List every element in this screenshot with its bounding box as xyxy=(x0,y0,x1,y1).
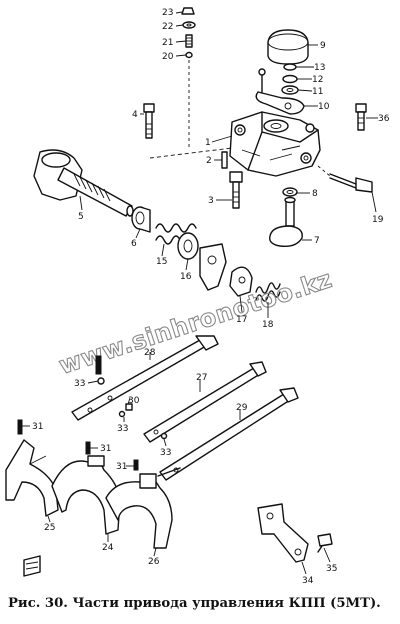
housing-bolt-left xyxy=(143,103,155,139)
label-22: 22 xyxy=(162,22,173,32)
label-9: 9 xyxy=(320,41,326,51)
shift-shaft xyxy=(33,149,134,217)
label-2: 2 xyxy=(206,156,212,166)
washer xyxy=(282,187,298,197)
label-1: 1 xyxy=(205,138,211,148)
pin xyxy=(221,151,228,169)
label-31b: 31 xyxy=(100,444,111,454)
interlock-spring xyxy=(255,282,281,302)
label-16: 16 xyxy=(180,272,192,282)
interlock-plate xyxy=(199,243,253,297)
bracket-bolt xyxy=(317,533,333,553)
label-18: 18 xyxy=(262,320,274,330)
label-28: 28 xyxy=(144,348,156,358)
housing-bolt-right xyxy=(355,103,367,131)
label-17: 17 xyxy=(236,315,247,325)
label-33c: 33 xyxy=(160,448,171,458)
shift-fork-2 xyxy=(51,455,121,535)
label-12: 12 xyxy=(312,75,323,85)
label-11: 11 xyxy=(312,87,323,97)
label-15: 15 xyxy=(156,257,167,267)
label-19: 19 xyxy=(372,215,384,225)
label-29: 29 xyxy=(236,403,248,413)
label-27: 27 xyxy=(196,373,207,383)
clip xyxy=(23,555,41,577)
shift-lever-boot xyxy=(267,29,309,65)
label-3: 3 xyxy=(208,196,214,206)
label-34: 34 xyxy=(302,576,314,586)
shift-control-housing xyxy=(229,111,321,177)
parts-diagram: www.sinhronotoo.kz xyxy=(5,7,390,586)
label-21: 21 xyxy=(162,38,173,48)
part-number-labels: 23 22 21 20 9 13 12 11 10 36 4 1 2 3 8 7… xyxy=(32,8,390,586)
label-10: 10 xyxy=(318,102,330,112)
label-33b: 33 xyxy=(117,424,128,434)
label-6: 6 xyxy=(131,239,137,249)
select-lever xyxy=(269,196,303,248)
label-31a: 31 xyxy=(32,422,43,432)
leader-lines xyxy=(22,11,378,575)
label-8: 8 xyxy=(312,189,318,199)
label-26: 26 xyxy=(148,557,160,567)
shift-fork-1 xyxy=(5,439,59,517)
label-7: 7 xyxy=(314,236,320,246)
shift-lever-plate xyxy=(255,68,305,115)
label-25: 25 xyxy=(44,523,55,533)
bushing xyxy=(131,206,151,233)
bracket xyxy=(257,503,309,563)
housing-bolt-lower xyxy=(329,173,373,193)
label-13: 13 xyxy=(314,63,325,73)
label-30: 30 xyxy=(128,396,140,406)
label-5: 5 xyxy=(78,212,84,222)
spring-washer xyxy=(177,232,199,260)
label-4: 4 xyxy=(132,110,138,120)
label-23: 23 xyxy=(162,8,173,18)
label-31c: 31 xyxy=(116,462,127,472)
label-33a: 33 xyxy=(74,379,85,389)
figure-caption: Рис. 30. Части привода управления КПП (5… xyxy=(8,596,381,611)
label-24: 24 xyxy=(102,543,114,553)
bolt-stack xyxy=(181,7,196,150)
shift-rod-lower xyxy=(159,387,299,481)
housing-bolt-front xyxy=(229,171,243,209)
shift-fork-3 xyxy=(105,467,181,549)
washer-stack xyxy=(281,63,299,95)
label-35: 35 xyxy=(326,564,337,574)
shift-rod-middle xyxy=(143,361,267,443)
detent-parts xyxy=(17,355,168,471)
shift-rod-upper xyxy=(71,335,219,421)
label-20: 20 xyxy=(162,52,174,62)
label-36: 36 xyxy=(378,114,390,124)
